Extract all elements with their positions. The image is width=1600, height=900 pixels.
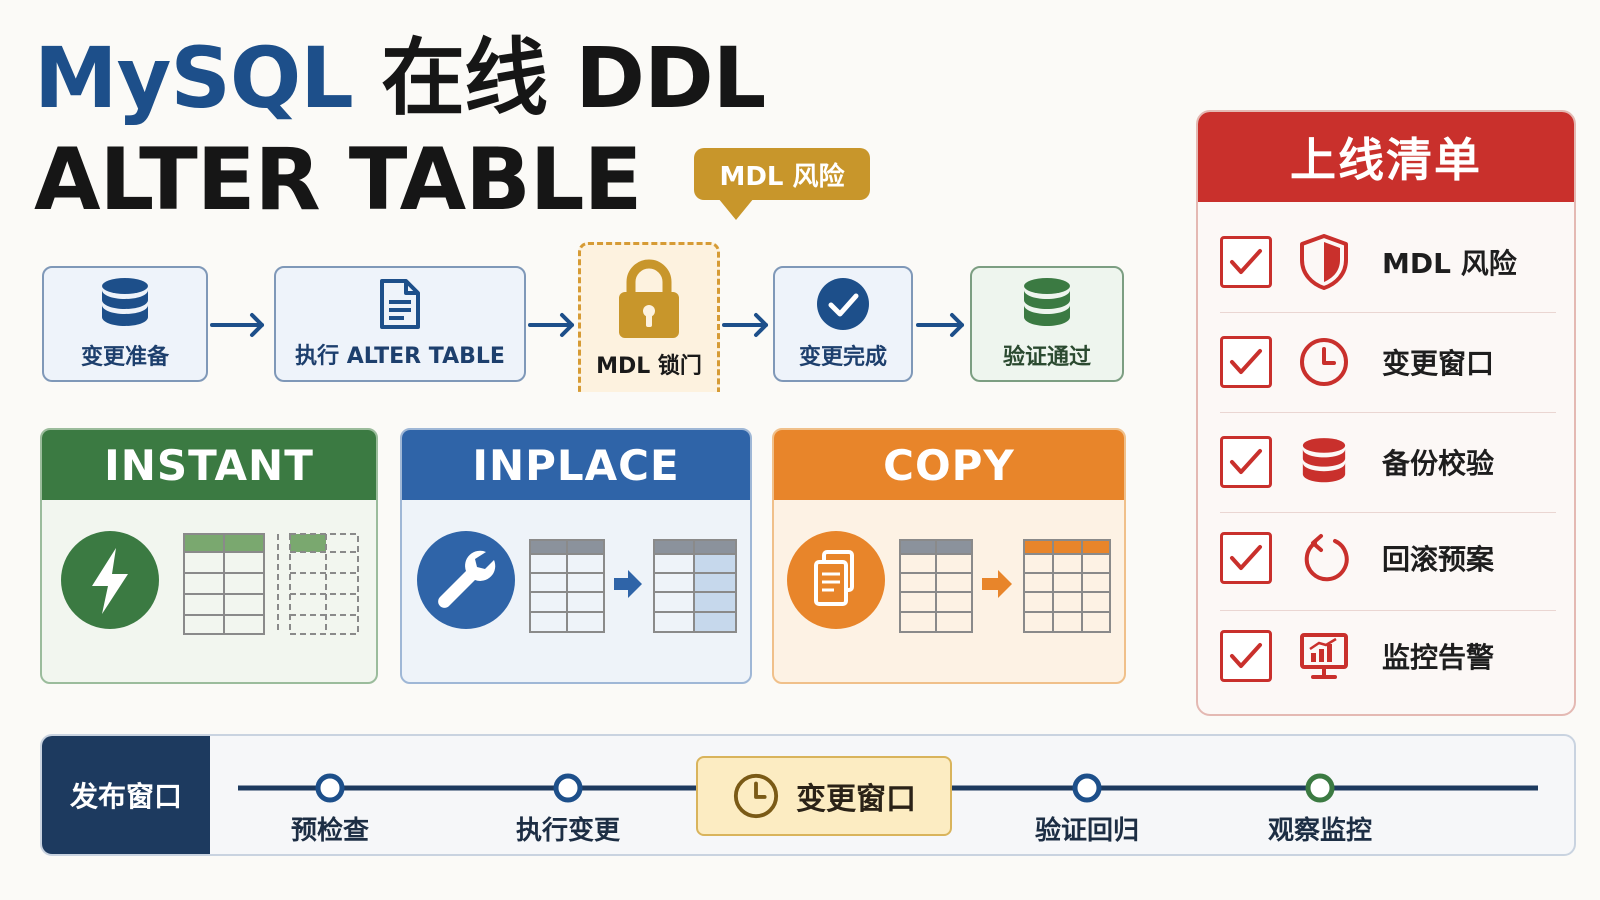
algorithm-card-instant: INSTANT bbox=[40, 428, 378, 684]
undo-icon bbox=[1304, 534, 1349, 582]
milestone-label: 执行变更 bbox=[515, 816, 621, 846]
timeline-title: 发布窗口 bbox=[42, 736, 210, 854]
checkbox[interactable] bbox=[1220, 532, 1272, 584]
title-rest: 在线 DDL bbox=[381, 29, 766, 127]
lightning-icon bbox=[61, 531, 159, 629]
brand-name: MySQL bbox=[34, 29, 354, 127]
arrow-right-icon bbox=[210, 313, 264, 337]
flow-step-label: 变更准备 bbox=[80, 345, 169, 370]
callout-tail bbox=[718, 198, 754, 220]
checkbox[interactable] bbox=[1220, 336, 1272, 388]
flow-step-label: MDL 锁门 bbox=[596, 353, 702, 379]
checklist-item-label: 监控告警 bbox=[1382, 641, 1495, 674]
mdl-risk-callout: MDL 风险 bbox=[694, 148, 870, 200]
checklist-item-label: 变更窗口 bbox=[1382, 347, 1495, 380]
flow-step-label: 验证通过 bbox=[1002, 345, 1091, 370]
check-circle-icon bbox=[817, 278, 869, 330]
monitor-chart-icon bbox=[1300, 633, 1348, 679]
check-icon bbox=[1230, 449, 1262, 474]
check-icon bbox=[1230, 643, 1262, 668]
milestone-dot bbox=[1072, 773, 1102, 803]
check-icon bbox=[1230, 349, 1262, 374]
flow-arrows bbox=[210, 313, 964, 337]
flow-step-verified: 验证通过 bbox=[970, 266, 1124, 382]
check-icon bbox=[1230, 545, 1262, 570]
divider bbox=[1220, 312, 1556, 313]
check-icon bbox=[1230, 249, 1262, 274]
milestone-dot bbox=[315, 773, 345, 803]
divider bbox=[1220, 610, 1556, 611]
milestone-dot bbox=[1305, 773, 1335, 803]
checklist-title: 上线清单 bbox=[1198, 112, 1574, 202]
checklist-item-mdl-risk[interactable]: MDL 风险 bbox=[1220, 212, 1556, 312]
flow-step-label: 执行 ALTER TABLE bbox=[295, 344, 505, 369]
change-window-marker: 变更窗口 bbox=[696, 756, 952, 836]
arrow-right-icon bbox=[722, 313, 768, 337]
flow-step-alter: 执行 ALTER TABLE bbox=[274, 266, 526, 382]
checklist-item-rollback[interactable]: 回滚预案 bbox=[1220, 508, 1556, 608]
table-rebuild-icon bbox=[529, 539, 737, 633]
milestone-dot bbox=[553, 773, 583, 803]
flow-step-prepare: 变更准备 bbox=[42, 266, 208, 382]
checklist-item-backup[interactable]: 备份校验 bbox=[1220, 412, 1556, 512]
algorithm-card-header: COPY bbox=[774, 430, 1124, 500]
release-window-timeline: 发布窗口 变更窗口 预检查 执行变更 验证回归 观察监控 bbox=[40, 734, 1576, 856]
checklist-item-label: 回滚预案 bbox=[1382, 543, 1495, 576]
page-title-line1: MySQL 在线 DDL bbox=[34, 28, 766, 128]
shield-icon bbox=[1300, 234, 1348, 290]
checkbox[interactable] bbox=[1220, 236, 1272, 288]
table-add-column-icon bbox=[183, 533, 359, 635]
launch-checklist: 上线清单 MDL 风险 变更窗口 bbox=[1196, 110, 1576, 716]
checkbox[interactable] bbox=[1220, 436, 1272, 488]
wrench-icon bbox=[417, 531, 515, 629]
algorithm-card-header: INPLACE bbox=[402, 430, 750, 500]
algorithm-card-copy: COPY bbox=[772, 428, 1126, 684]
checklist-item-monitoring[interactable]: 监控告警 bbox=[1220, 606, 1556, 706]
flow-step-done: 变更完成 bbox=[773, 266, 913, 382]
database-icon bbox=[102, 278, 148, 326]
change-window-label: 变更窗口 bbox=[796, 782, 916, 817]
milestone-label: 预检查 bbox=[290, 816, 370, 846]
clock-icon bbox=[1300, 338, 1348, 386]
database-icon bbox=[1302, 438, 1346, 483]
flow-step-mdl-lock: MDL 锁门 bbox=[578, 242, 720, 392]
page-title-line2: ALTER TABLE bbox=[34, 130, 642, 230]
checklist-item-label: MDL 风险 bbox=[1382, 247, 1517, 280]
clock-icon bbox=[733, 773, 779, 819]
milestone-label: 验证回归 bbox=[1034, 816, 1140, 846]
algorithm-card-inplace: INPLACE bbox=[400, 428, 752, 684]
document-icon bbox=[380, 279, 420, 329]
arrow-right-icon bbox=[528, 313, 574, 337]
checkbox[interactable] bbox=[1220, 630, 1272, 682]
table-copy-icon bbox=[899, 539, 1111, 633]
arrow-right-icon bbox=[916, 313, 964, 337]
database-icon bbox=[1024, 278, 1070, 326]
milestone-label: 观察监控 bbox=[1267, 816, 1373, 846]
divider bbox=[1220, 512, 1556, 513]
copy-icon bbox=[787, 531, 885, 629]
checklist-item-label: 备份校验 bbox=[1382, 447, 1495, 480]
flow-step-label: 变更完成 bbox=[798, 345, 887, 370]
lock-icon bbox=[619, 259, 679, 338]
checklist-item-change-window[interactable]: 变更窗口 bbox=[1220, 312, 1556, 412]
divider bbox=[1220, 412, 1556, 413]
algorithm-card-header: INSTANT bbox=[42, 430, 376, 500]
